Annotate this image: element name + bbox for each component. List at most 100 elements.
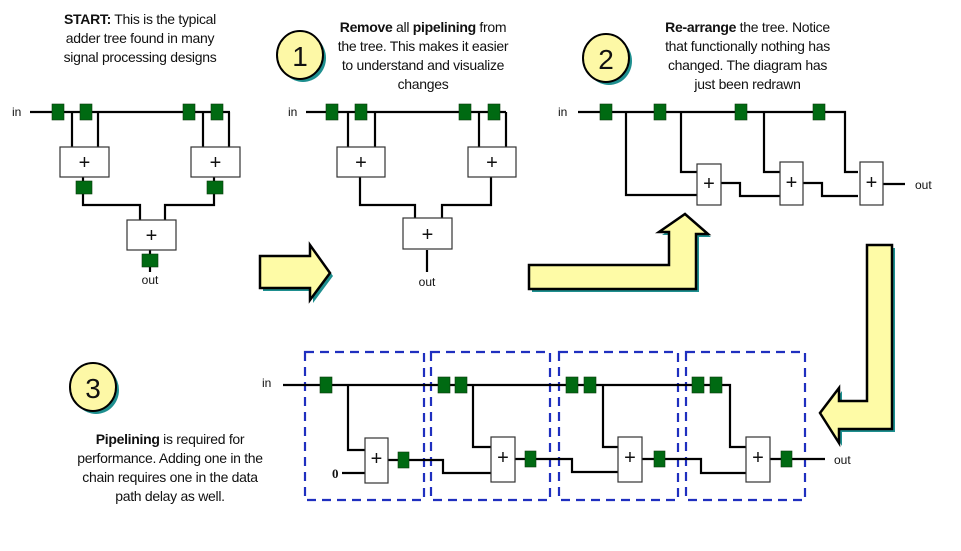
wire <box>762 112 780 174</box>
caption-step3-line2: performance. Adding one in the <box>77 450 263 466</box>
step3-adders: + + + + <box>364 436 771 484</box>
register-icon <box>325 103 339 121</box>
wire <box>679 112 697 174</box>
step1-circle: 1 <box>276 30 326 82</box>
step3-circle: 3 <box>69 362 119 414</box>
register-icon <box>653 450 666 468</box>
output-label: out <box>419 275 436 289</box>
adder-icon: + <box>617 436 643 483</box>
adder-icon: + <box>696 163 722 206</box>
register-icon <box>583 376 597 394</box>
register-icon <box>812 103 826 121</box>
caption-step3-line1: is required for <box>159 431 245 447</box>
step1-adders: + + + <box>336 146 517 250</box>
step3-registers <box>319 376 793 469</box>
register-icon <box>454 376 468 394</box>
caption-step1-mid: all <box>392 19 413 35</box>
block-arrow-icon <box>818 243 895 448</box>
block-arrow-icon <box>258 241 333 304</box>
step3-pipelined-chain: in <box>262 376 825 475</box>
register-icon <box>524 450 537 468</box>
wire <box>721 181 780 198</box>
adder-icon: + <box>190 146 241 178</box>
caption-step1-line2: the tree. This makes it easier <box>337 38 509 54</box>
svg-text:+: + <box>752 447 764 469</box>
wire <box>440 177 493 220</box>
caption-start-line2: adder tree found in many <box>65 30 215 46</box>
caption-step1-line4: changes <box>397 76 449 92</box>
svg-text:+: + <box>210 152 222 174</box>
input-label: in <box>12 105 21 119</box>
register-icon <box>709 376 723 394</box>
step2-adders: + + + <box>696 161 884 206</box>
caption-step2-line1: the tree. Notice <box>736 19 830 35</box>
svg-text:+: + <box>146 225 158 247</box>
register-icon <box>487 103 501 121</box>
caption-step3-line4: path delay as well. <box>115 488 225 504</box>
wire <box>642 457 746 475</box>
wire <box>358 177 417 220</box>
svg-text:+: + <box>355 152 367 174</box>
adder-icon: + <box>859 161 884 206</box>
svg-text:+: + <box>486 152 498 174</box>
svg-text:+: + <box>79 152 91 174</box>
caption-step3-bold: Pipelining <box>95 431 160 447</box>
caption-start: START: This is the typical adder tree fo… <box>30 10 250 67</box>
svg-text:+: + <box>866 172 878 194</box>
register-icon <box>51 103 65 121</box>
svg-text:+: + <box>422 224 434 246</box>
output-label: out <box>915 178 932 192</box>
input-label: in <box>262 376 271 390</box>
step-number: 2 <box>598 44 614 75</box>
step-number: 1 <box>292 41 308 72</box>
adder-icon: + <box>745 436 771 483</box>
register-icon <box>653 103 667 121</box>
caption-step1-tail: from <box>475 19 507 35</box>
input-label: in <box>288 105 297 119</box>
caption-step2-line3: changed. The diagram has <box>667 57 828 73</box>
step2-adder-chain: in <box>558 105 905 198</box>
step1-registers <box>325 103 501 121</box>
register-icon <box>75 180 93 195</box>
register-icon <box>599 103 613 121</box>
adder-icon: + <box>779 161 804 206</box>
input-label: in <box>558 105 567 119</box>
register-icon <box>780 450 793 468</box>
register-icon <box>397 451 410 469</box>
wire <box>70 112 100 147</box>
svg-text:+: + <box>703 173 715 195</box>
wire <box>803 181 858 198</box>
caption-start-line1: This is the typical <box>110 11 216 27</box>
svg-text:+: + <box>624 447 636 469</box>
caption-step1-bold2: pipelining <box>412 19 476 35</box>
wire <box>201 112 231 147</box>
wire <box>624 112 697 197</box>
wire <box>471 385 491 449</box>
wire <box>163 175 216 220</box>
adder-icon: + <box>336 146 386 178</box>
caption-step3: Pipelining is required for performance. … <box>55 430 285 506</box>
input-bus-wire <box>578 110 858 174</box>
register-icon <box>141 253 159 268</box>
register-icon <box>437 376 451 394</box>
adder-icon: + <box>59 146 110 178</box>
wire <box>515 457 618 474</box>
start-registers <box>51 103 224 268</box>
register-icon <box>458 103 472 121</box>
svg-text:+: + <box>497 447 509 469</box>
register-icon <box>734 103 748 121</box>
start-adders: + + + <box>59 146 241 251</box>
output-label: out <box>142 273 159 287</box>
register-icon <box>565 376 579 394</box>
output-label: out <box>834 453 851 467</box>
caption-start-bold: START: <box>64 11 111 27</box>
wire <box>477 112 508 147</box>
caption-step2-line4: just been redrawn <box>694 76 801 92</box>
adder-icon: + <box>126 219 177 251</box>
adder-icon: + <box>467 146 517 178</box>
adder-icon: + <box>364 437 389 484</box>
step1-adder-tree: in <box>288 105 508 272</box>
svg-text:+: + <box>786 172 798 194</box>
step2-circle: 2 <box>582 33 632 85</box>
wire <box>346 385 365 452</box>
